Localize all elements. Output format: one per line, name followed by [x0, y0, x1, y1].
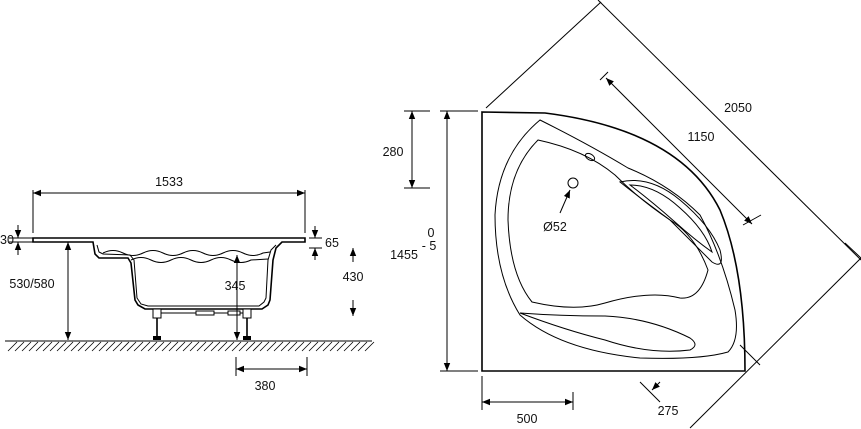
hatch-line [161, 341, 172, 352]
hatch-line [147, 341, 158, 352]
hatch-line [168, 341, 179, 352]
dim-corner-offset: 275 [639, 344, 761, 418]
dim-outer-diagonal-label: 2050 [724, 101, 752, 115]
water-line-2 [130, 257, 269, 263]
hatch-line [98, 341, 109, 352]
floor-hatching [7, 341, 375, 352]
dim-drain-diameter-label: Ø52 [543, 220, 567, 234]
hatch-line [77, 341, 88, 352]
dim-tolerance-top: 0 [428, 226, 435, 240]
water-line [102, 250, 271, 256]
tub-legs [152, 308, 252, 340]
hatch-line [315, 341, 326, 352]
hatch-line [350, 341, 361, 352]
seat-lower [519, 312, 696, 352]
hatch-line [154, 341, 165, 352]
dim-rim-depth: 65 [309, 226, 339, 260]
hatch-line [105, 341, 116, 352]
dim-rim-depth-label: 65 [325, 236, 339, 250]
dim-outer-diagonal: 2050 [485, 0, 861, 429]
dim-drain-diameter: Ø52 [543, 189, 571, 234]
dim-inner-diagonal-label: 1150 [688, 130, 715, 144]
dim-drain-offset-label: 380 [255, 379, 276, 393]
hatch-line [203, 341, 214, 352]
overflow [584, 152, 596, 162]
hatch-line [259, 341, 270, 352]
dim-top-depth: 280 [383, 110, 430, 189]
hatch-line [91, 341, 102, 352]
hatch-line [364, 341, 375, 352]
hatch-line [322, 341, 333, 352]
tub-inner-wall [96, 244, 277, 307]
dim-side-label: 1455 [390, 248, 418, 262]
hatch-line [238, 341, 249, 352]
hatch-line [224, 341, 235, 352]
basin-outer [494, 119, 737, 359]
hatch-line [329, 341, 340, 352]
hatch-line [28, 341, 39, 352]
hatch-line [7, 341, 18, 352]
dim-length: 1533 [32, 175, 306, 233]
hatch-line [14, 341, 25, 352]
dim-total-height-label: 530/580 [9, 277, 54, 291]
hatch-line [175, 341, 186, 352]
dim-tolerance-bottom: - 5 [422, 239, 437, 253]
dim-inner-height: 345 [225, 255, 246, 340]
hatch-line [56, 341, 67, 352]
hatch-line [273, 341, 284, 352]
hatch-line [336, 341, 347, 352]
hatch-line [140, 341, 151, 352]
basin-inner [507, 139, 709, 308]
dim-corner-offset-label: 275 [658, 404, 679, 418]
hatch-line [70, 341, 81, 352]
dim-drain-height: 430 [343, 248, 364, 316]
hatch-line [84, 341, 95, 352]
tub-rim [32, 237, 306, 310]
dim-side: 1455 0 - 5 [390, 110, 478, 372]
hatch-line [35, 341, 46, 352]
dim-bottom-offset-label: 500 [517, 412, 538, 426]
hatch-line [189, 341, 200, 352]
hatch-line [217, 341, 228, 352]
dim-drain-offset: 380 [235, 357, 308, 393]
hatch-line [301, 341, 312, 352]
dim-rim-thickness-label: 30 [0, 233, 14, 247]
hatch-line [49, 341, 60, 352]
hatch-line [252, 341, 263, 352]
hatch-line [21, 341, 32, 352]
hatch-line [133, 341, 144, 352]
dim-drain-height-label: 430 [343, 270, 364, 284]
dim-inner-diagonal: 1150 [599, 71, 762, 226]
hatch-line [231, 341, 242, 352]
hatch-line [280, 341, 291, 352]
hatch-line [357, 341, 368, 352]
tub-outline [481, 111, 746, 372]
hatch-line [112, 341, 123, 352]
dim-rim-thickness: 30 [0, 225, 35, 255]
drain-hole [567, 177, 579, 189]
hatch-line [182, 341, 193, 352]
hatch-line [294, 341, 305, 352]
dim-length-label: 1533 [155, 175, 183, 189]
dim-top-depth-label: 280 [383, 145, 404, 159]
hatch-line [245, 341, 256, 352]
dim-total-height: 530/580 [9, 242, 72, 340]
hatch-line [196, 341, 207, 352]
hatch-line [287, 341, 298, 352]
hatch-line [266, 341, 277, 352]
hatch-line [210, 341, 221, 352]
hatch-line [126, 341, 137, 352]
hatch-line [343, 341, 354, 352]
hatch-line [63, 341, 74, 352]
hatch-line [308, 341, 319, 352]
top-view: Ø52 280 1455 0 - 5 500 [383, 0, 861, 429]
hatch-line [119, 341, 130, 352]
dim-inner-height-label: 345 [225, 279, 246, 293]
hatch-line [42, 341, 53, 352]
dim-bottom-offset: 500 [481, 376, 574, 426]
side-view: 1533 30 65 530/580 345 [0, 175, 375, 393]
